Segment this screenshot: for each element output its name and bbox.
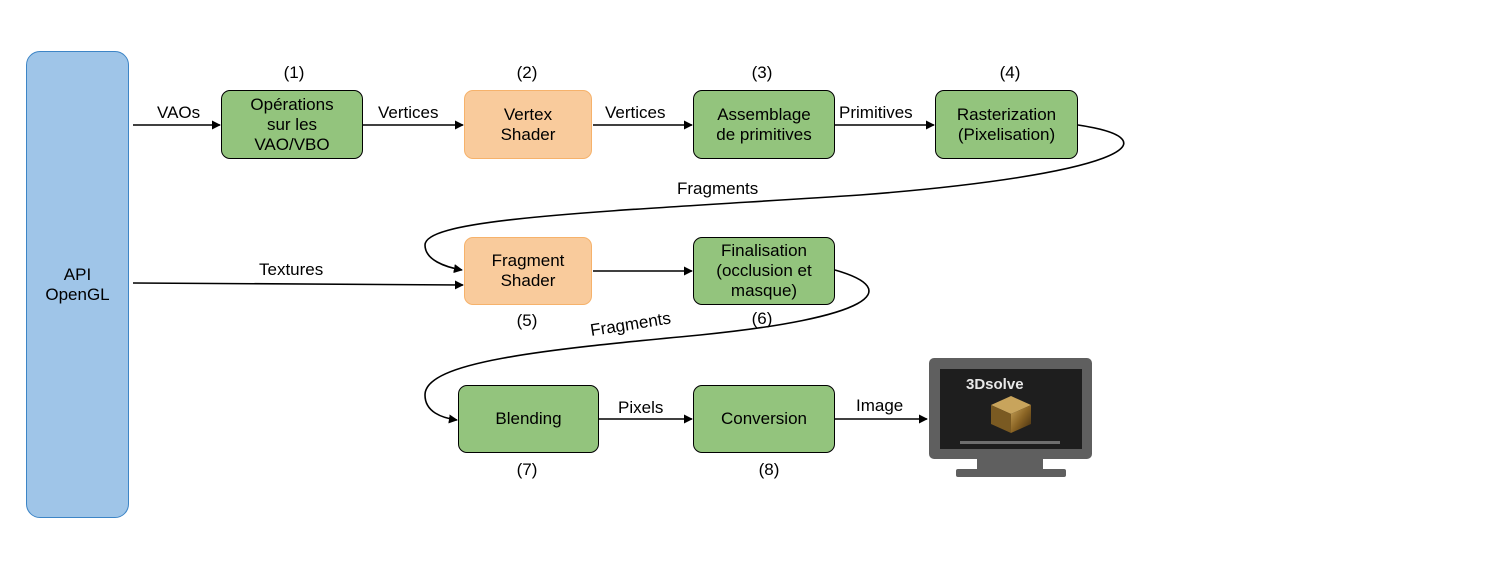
edge-textures [132,280,464,290]
api-label: API OpenGL [45,264,110,304]
edge-fragments-2 [424,269,870,424]
cube-graphic [991,396,1031,433]
step-number-6: (6) [751,309,773,328]
edge-label-pixels: Pixels [618,398,664,417]
node-assembly: Assemblage de primitives [693,90,835,159]
node-label: Assemblage de primitives [716,104,812,144]
node-blending: Blending [458,385,599,453]
screen-tagline-line [960,441,1060,444]
node-label: Rasterization (Pixelisation) [956,104,1057,144]
edge-label-vaos: VAOs [157,103,201,122]
monitor-neck [977,459,1043,469]
node-label: Finalisation (occlusion et masque) [716,241,812,300]
edge-label-textures: Textures [259,260,324,279]
edge-label-image: Image [856,396,904,415]
node-label: Fragment Shader [491,251,565,290]
node-label: Conversion [721,409,807,428]
node-fragment-shader: Fragment Shader [464,237,592,305]
monitor-base [956,469,1066,477]
node-label: Blending [495,409,562,428]
edge-label-vertices-2: Vertices [605,103,666,122]
step-number-5: (5) [516,311,538,330]
node-label: Opérations sur les VAO/VBO [250,94,334,154]
node-vertex-shader: Vertex Shader [464,90,592,159]
step-number-4: (4) [999,63,1021,82]
node-finalisation: Finalisation (occlusion et masque) [693,237,835,305]
step-number-1: (1) [283,63,305,82]
api-opengl-block: API OpenGL [26,51,129,518]
node-rasterization: Rasterization (Pixelisation) [935,90,1078,159]
edge-label-vertices-1: Vertices [378,103,439,122]
monitor-icon: 3Dsolve [929,358,1092,477]
step-number-3: (3) [751,63,773,82]
step-number-7: (7) [516,460,538,479]
edge-label-primitives: Primitives [839,103,913,122]
monitor-brand: 3Dsolve [966,376,1024,393]
node-label: Vertex Shader [500,104,556,144]
node-vao-operations: Opérations sur les VAO/VBO [221,90,363,159]
step-number-8: (8) [758,460,780,479]
edge-label-fragments-1: Fragments [677,179,759,198]
step-number-2: (2) [516,63,538,82]
edge-fragments-1 [424,124,1125,274]
node-conversion: Conversion [693,385,835,453]
